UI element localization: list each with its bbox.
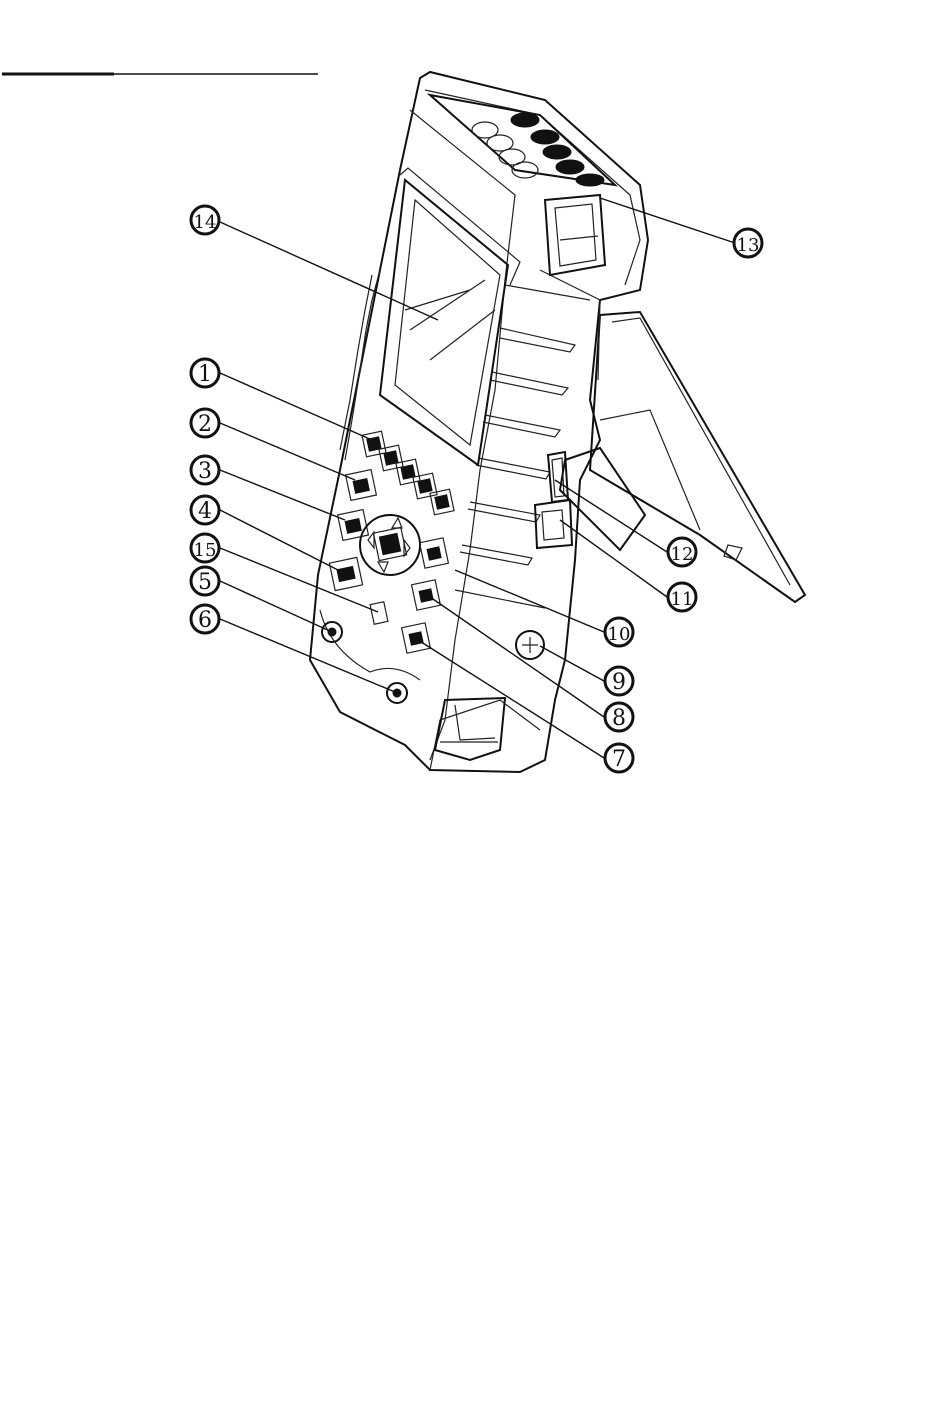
callout-6: 6 <box>191 605 219 633</box>
callout-2-label: 2 <box>198 412 212 437</box>
callout-10: 10 <box>605 618 633 646</box>
callout-2: 2 <box>191 409 219 437</box>
callout-13-label: 13 <box>737 235 760 256</box>
callout-9-label: 9 <box>612 670 626 695</box>
callout-15-label: 15 <box>194 540 217 561</box>
strap-slot-top <box>545 195 605 275</box>
callout-6-label: 6 <box>198 608 212 633</box>
callout-5-label: 5 <box>198 570 212 595</box>
callout-11-label: 11 <box>671 589 694 610</box>
callout-1: 1 <box>191 359 219 387</box>
callout-9: 9 <box>605 667 633 695</box>
callout-11: 11 <box>668 583 696 611</box>
callout-12: 12 <box>668 538 696 566</box>
lower-panel <box>320 610 544 703</box>
input-terminals <box>430 95 615 186</box>
callout-13: 13 <box>734 229 762 257</box>
callout-4-label: 4 <box>198 499 212 524</box>
callout-15: 15 <box>191 534 219 562</box>
callout-14: 14 <box>191 206 219 234</box>
callout-12-label: 12 <box>671 544 694 565</box>
callout-10-label: 10 <box>608 624 631 645</box>
callout-4: 4 <box>191 496 219 524</box>
callout-14-label: 14 <box>194 212 217 233</box>
callout-8: 8 <box>605 703 633 731</box>
leader-lines <box>220 198 735 758</box>
callout-1-label: 1 <box>198 362 212 387</box>
callout-8-label: 8 <box>612 706 626 731</box>
callout-7: 7 <box>605 744 633 772</box>
callout-3-label: 3 <box>198 459 212 484</box>
keypad <box>329 431 454 653</box>
kickstand <box>590 312 805 602</box>
callout-3: 3 <box>191 456 219 484</box>
callout-5: 5 <box>191 567 219 595</box>
callout-7-label: 7 <box>612 747 626 772</box>
